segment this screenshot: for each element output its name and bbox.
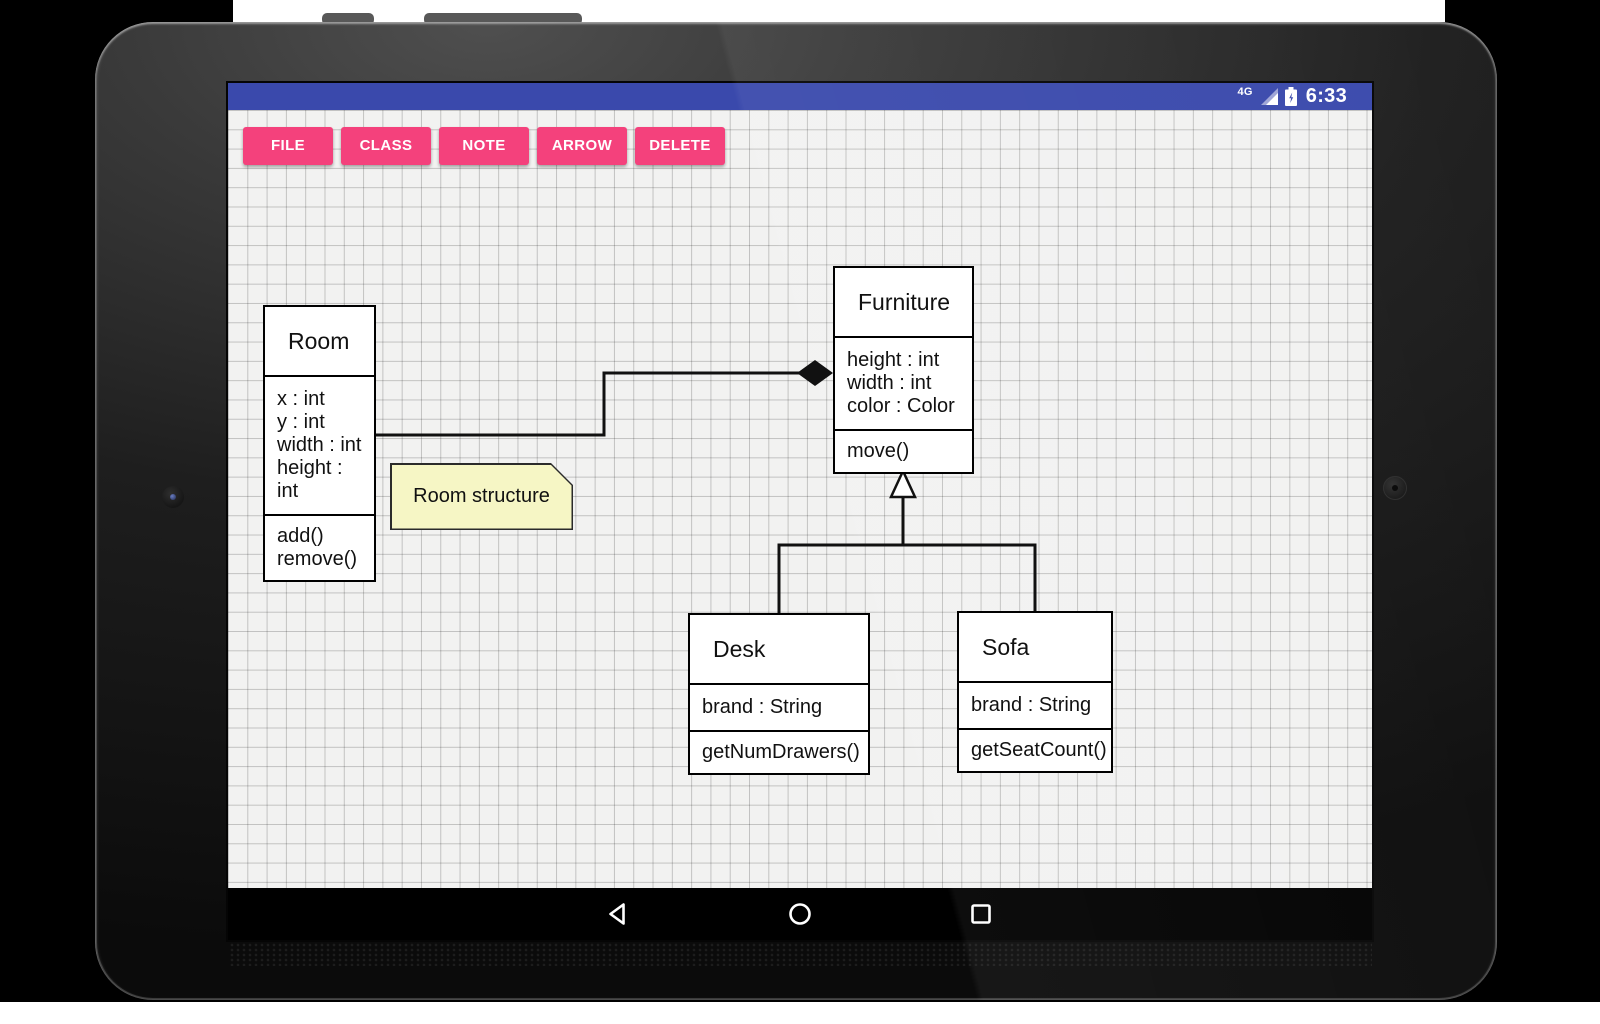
attribute: x : int (277, 388, 325, 410)
class-title: Desk (690, 615, 868, 685)
arrow-button[interactable]: ARROW (537, 127, 627, 165)
method: remove() (277, 548, 358, 570)
network-type-label: 4G (1237, 85, 1253, 98)
home-icon[interactable] (787, 901, 813, 927)
attribute: color : Color (847, 395, 955, 417)
method: move() (847, 440, 910, 462)
sticky-note-text: Room structure (391, 464, 572, 529)
connector-layer (376, 360, 1037, 613)
method: getSeatCount() (971, 739, 1107, 761)
attribute: height : int (277, 457, 343, 502)
back-icon[interactable] (606, 901, 632, 927)
class-box-furniture[interactable]: Furniture height : int width : int color… (833, 266, 974, 474)
class-title: Furniture (835, 268, 972, 338)
signal-icon (1260, 88, 1278, 105)
class-methods: move() (835, 431, 972, 472)
backdrop-strip-top (233, 0, 1445, 22)
note-button[interactable]: NOTE (439, 127, 529, 165)
recents-icon[interactable] (968, 901, 994, 927)
attribute: brand : String (971, 694, 1092, 716)
inheritance-triangle[interactable] (889, 468, 917, 499)
clock: 6:33 (1305, 85, 1347, 107)
attribute: y : int (277, 411, 325, 433)
backdrop-strip-bottom (0, 1002, 1600, 1024)
battery-charging-icon (1284, 87, 1297, 106)
class-attributes: brand : String (959, 683, 1111, 730)
screen: 4G 6:33 (228, 83, 1372, 940)
class-methods: getNumDrawers() (690, 732, 868, 773)
front-camera-left-icon (162, 486, 184, 508)
diagram-canvas[interactable]: FILE CLASS NOTE ARROW DELETE Room x : in… (228, 110, 1372, 888)
aggregation-diamond[interactable] (797, 360, 833, 386)
speaker-grille (230, 938, 1372, 966)
class-attributes: x : int y : int width : int height : int (265, 377, 374, 516)
class-methods: getSeatCount() (959, 730, 1111, 771)
attribute: brand : String (702, 696, 823, 718)
class-attributes: height : int width : int color : Color (835, 338, 972, 431)
class-title: Sofa (959, 613, 1111, 683)
status-bar: 4G 6:33 (228, 83, 1372, 110)
tablet-bezel: 4G 6:33 (95, 22, 1497, 1000)
android-nav-bar (228, 888, 1372, 940)
class-box-sofa[interactable]: Sofa brand : String getSeatCount() (957, 611, 1113, 773)
class-attributes: brand : String (690, 685, 868, 732)
delete-button[interactable]: DELETE (635, 127, 725, 165)
attribute: width : int (277, 434, 362, 456)
attribute: height : int (847, 349, 940, 371)
attribute: width : int (847, 372, 932, 394)
file-button[interactable]: FILE (243, 127, 333, 165)
inheritance-branch-line[interactable] (777, 543, 1037, 613)
front-camera-right-icon (1383, 476, 1407, 500)
class-box-room[interactable]: Room x : int y : int width : int height … (263, 305, 376, 582)
class-title: Room (265, 307, 374, 377)
method: add() (277, 525, 324, 547)
class-button[interactable]: CLASS (341, 127, 431, 165)
class-methods: add() remove() (265, 516, 374, 580)
aggregation-line-room-furniture[interactable] (376, 371, 800, 437)
sticky-note[interactable]: Room structure (390, 463, 573, 530)
class-box-desk[interactable]: Desk brand : String getNumDrawers() (688, 613, 870, 775)
method: getNumDrawers() (702, 741, 860, 763)
